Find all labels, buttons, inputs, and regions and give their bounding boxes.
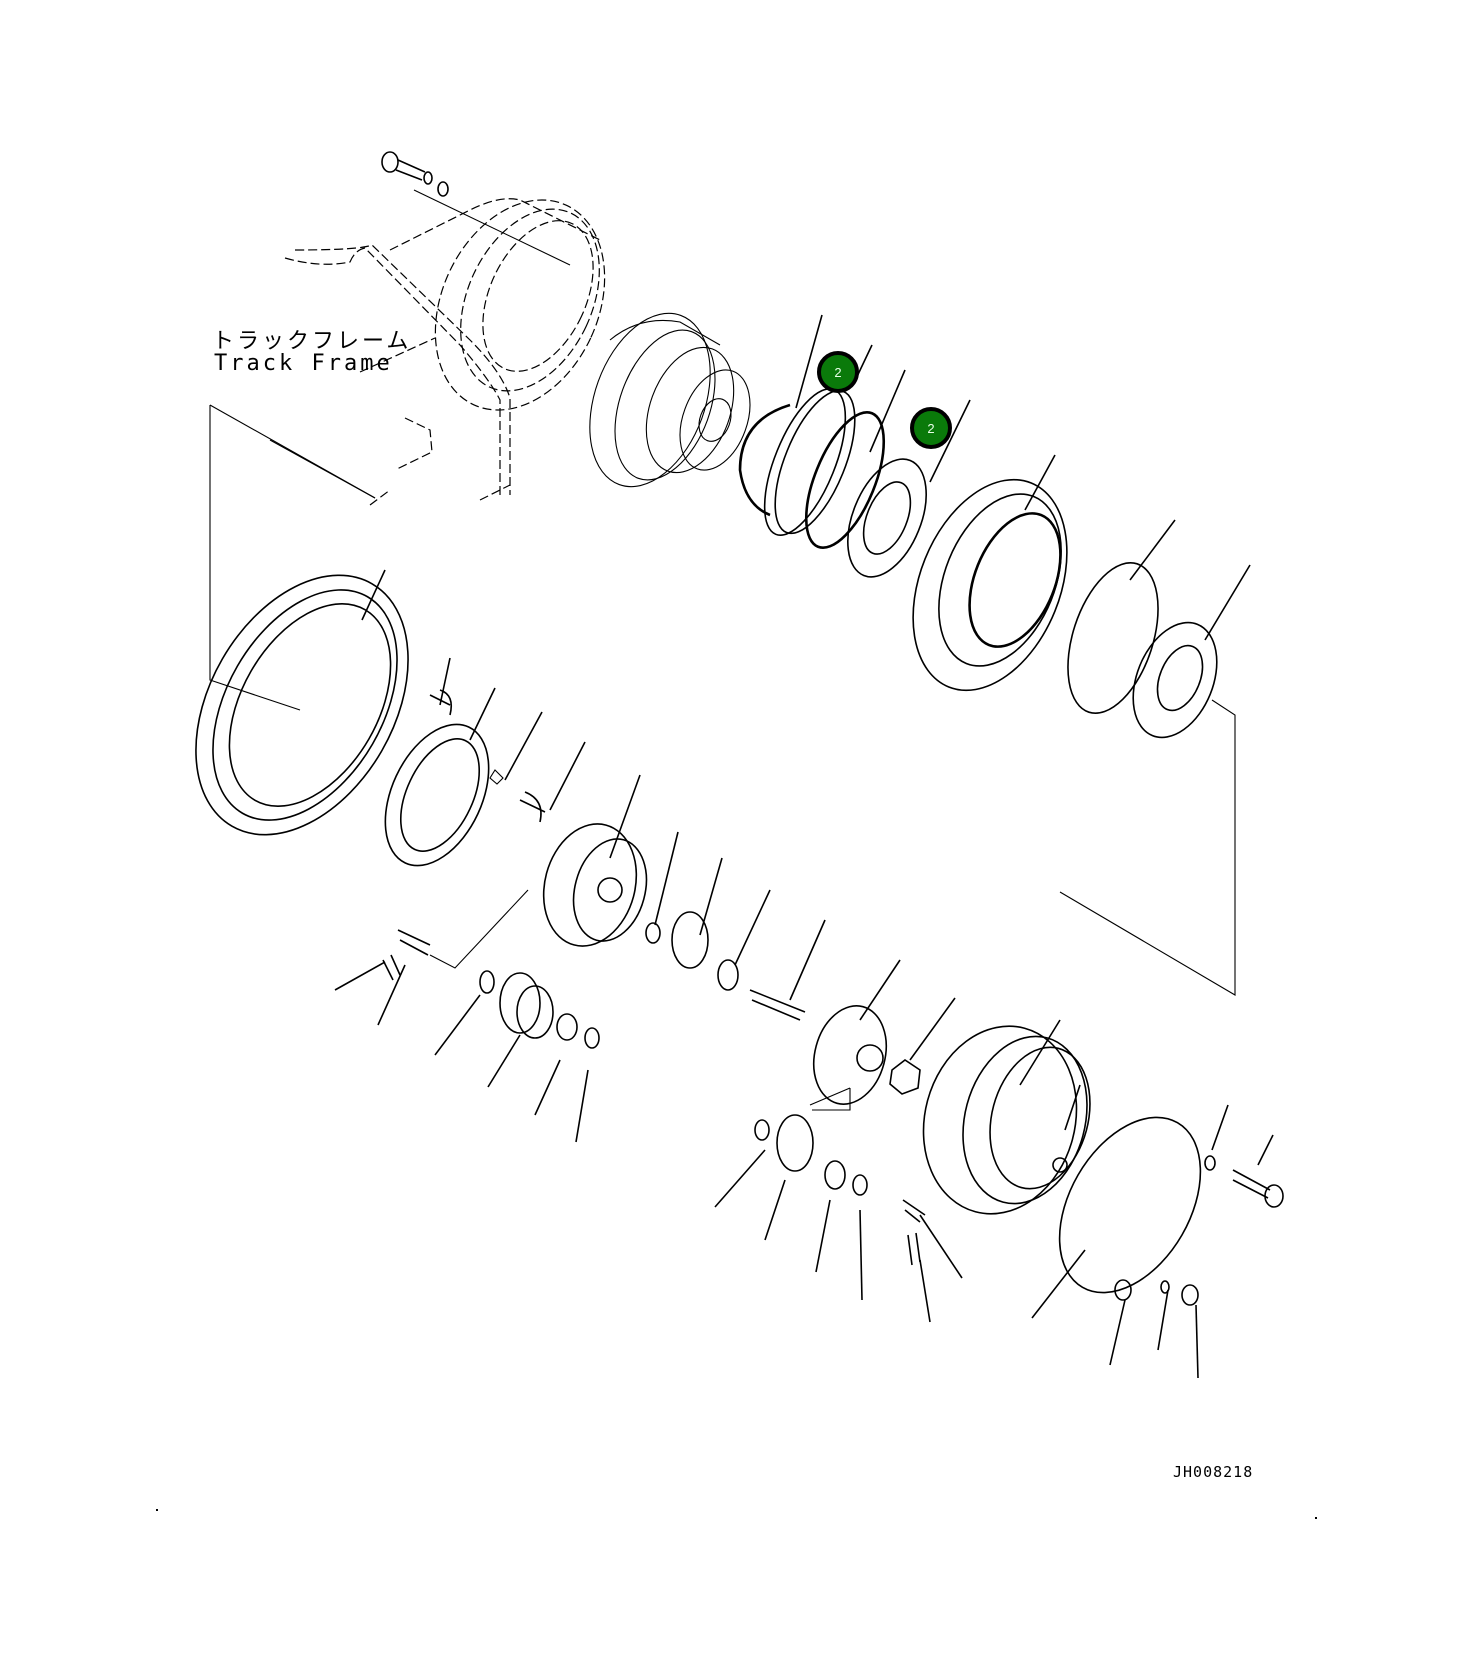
- callout-badge-1[interactable]: 2: [817, 351, 859, 393]
- corner-mark: [156, 1509, 158, 1511]
- track-frame-label-en: Track Frame: [214, 351, 393, 376]
- callout-number: 2: [834, 364, 842, 380]
- track-frame-outline: [269, 189, 606, 506]
- seal-rings: [738, 388, 927, 578]
- ring-gear: [922, 1025, 1091, 1215]
- sprocket: [195, 574, 546, 867]
- hub: [912, 478, 1218, 739]
- frame-bolt: [381, 151, 449, 197]
- track-frame-label-jp: トラックフレーム: [212, 329, 412, 354]
- final-drive-motor: [589, 312, 751, 488]
- illustration-code: JH008218: [1173, 1463, 1254, 1481]
- callout-badge-2[interactable]: 2: [910, 407, 952, 449]
- callout-number: 2: [927, 420, 935, 436]
- planetary-carrier: [382, 823, 926, 1266]
- cover: [1058, 1116, 1284, 1306]
- corner-mark: [1315, 1517, 1317, 1519]
